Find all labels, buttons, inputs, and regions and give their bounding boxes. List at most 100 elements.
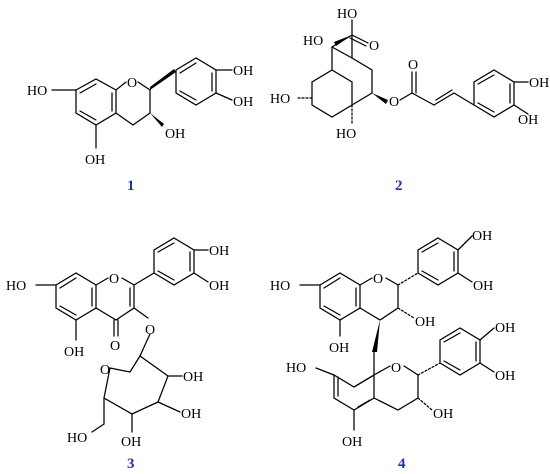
bond	[457, 272, 473, 283]
bond	[331, 46, 353, 59]
compound-id-label: 1	[127, 178, 135, 194]
bond	[373, 365, 391, 376]
hash-bond	[397, 307, 415, 319]
atom-label: OH	[433, 407, 453, 422]
bond	[477, 102, 495, 113]
stereo-wedge	[372, 320, 380, 352]
bond	[95, 277, 109, 286]
bond	[357, 399, 371, 408]
bond	[443, 332, 461, 343]
atom-label: O	[408, 58, 418, 73]
atom-label: OH	[342, 435, 362, 450]
bond	[421, 242, 439, 253]
compound-2-cyclohexane	[351, 57, 373, 106]
atom-label: HO	[337, 7, 357, 22]
bond	[315, 367, 335, 376]
atom-label: OH	[209, 244, 229, 259]
atom-label: OH	[472, 229, 492, 244]
bond	[59, 305, 77, 316]
bond	[411, 92, 435, 106]
bond	[443, 360, 461, 371]
bond	[323, 305, 341, 316]
compound-3-a-ring	[55, 272, 97, 321]
atom-label: O	[109, 272, 119, 287]
bond	[453, 92, 475, 106]
bond	[133, 272, 155, 286]
atom-label: OH	[233, 64, 253, 79]
stereo-wedge	[150, 113, 164, 127]
bond	[323, 277, 341, 289]
bond	[157, 270, 175, 281]
bond	[179, 90, 197, 101]
bond	[513, 104, 529, 115]
bond	[359, 277, 373, 286]
compound-3-b-ring	[153, 237, 195, 286]
atom-label: OH	[181, 407, 201, 422]
bond	[477, 74, 495, 85]
atom-label: HO	[303, 34, 323, 49]
hash-bond	[417, 362, 441, 376]
bond	[479, 362, 495, 373]
bond	[79, 110, 97, 121]
bond	[133, 307, 149, 319]
compound-3-structure: HO O OH OH OH O O O OH OH OH HO 3	[6, 237, 229, 472]
compound-id-label: 3	[127, 456, 135, 472]
atom-label: OH	[495, 369, 515, 384]
compound-2-structure: HO O HO HO HO O O OH OH 2	[270, 7, 549, 194]
atom-label: OH	[165, 127, 185, 142]
compound-4-upper-a-ring	[319, 272, 361, 321]
atom-label: OH	[64, 345, 84, 360]
bond	[59, 277, 77, 289]
atom-label: OH	[233, 95, 253, 110]
bond	[435, 89, 453, 101]
bond	[351, 34, 369, 44]
atom-label: OH	[85, 153, 105, 168]
atom-label: HO	[67, 431, 87, 446]
compound-1-a-ring	[75, 78, 117, 126]
bond	[421, 270, 439, 281]
atom-label: HO	[6, 279, 26, 294]
compound-1-b-ring	[175, 57, 217, 106]
atom-label: OH	[329, 341, 349, 356]
atom-label: O	[373, 272, 383, 287]
bond	[215, 92, 233, 101]
bond	[157, 401, 181, 413]
compound-2-aryl-ring	[473, 69, 515, 118]
atom-label: OH	[518, 113, 538, 128]
bond	[115, 81, 127, 91]
bond	[479, 327, 495, 341]
bond	[91, 423, 105, 433]
compound-4-lower-b-ring	[439, 327, 481, 376]
bond	[157, 242, 175, 253]
atom-label: HO	[336, 127, 356, 142]
bond	[399, 92, 413, 101]
atom-label: O	[127, 76, 137, 91]
bond	[179, 62, 197, 74]
atom-label: HO	[286, 361, 306, 376]
atom-label: O	[145, 323, 155, 338]
compound-1-structure: HO O OH OH OH OH 1	[27, 57, 253, 194]
atom-label: OH	[121, 435, 141, 450]
atom-label: O	[100, 363, 110, 378]
atom-label: OH	[529, 76, 549, 91]
compound-4-structure: HO O OH OH OH OH HO O OH OH OH OH 4	[270, 229, 515, 472]
atom-label: HO	[270, 279, 290, 294]
stereo-wedge	[150, 69, 176, 90]
stereo-wedge	[372, 93, 388, 104]
compound-id-label: 2	[395, 178, 403, 194]
bond	[433, 92, 455, 106]
bond	[353, 374, 375, 388]
bond	[349, 37, 367, 47]
atom-label: HO	[270, 92, 290, 107]
atom-label: OH	[473, 279, 493, 294]
atom-label: O	[110, 339, 120, 354]
atom-label: OH	[183, 370, 203, 385]
hash-bond	[417, 397, 433, 411]
atom-label: O	[391, 361, 401, 376]
atom-label: O	[389, 95, 399, 110]
stereo-wedge	[334, 35, 352, 46]
bond	[79, 83, 97, 94]
atom-label: O	[369, 39, 379, 54]
compound-4-upper-b-ring	[417, 237, 459, 286]
